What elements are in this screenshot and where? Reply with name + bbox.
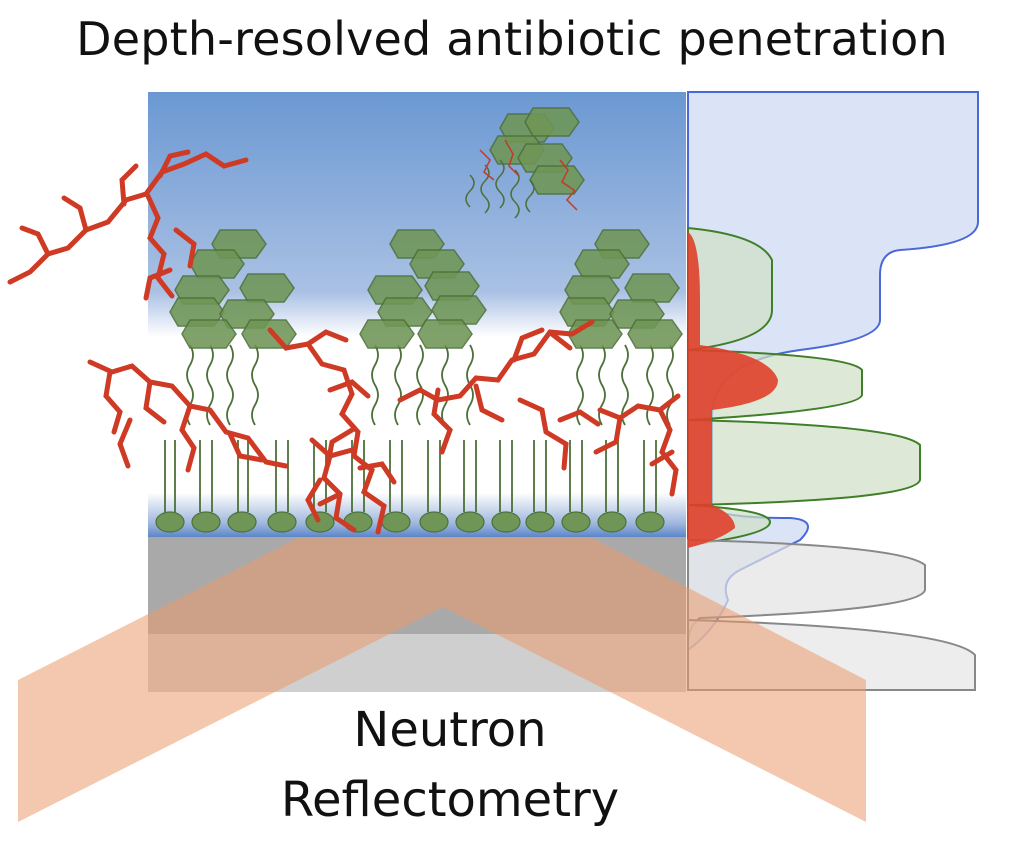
green-sld-curve-1 <box>687 226 773 352</box>
antibiotic-molecule-centerright <box>397 319 601 471</box>
diagram-title: Depth-resolved antibiotic penetration <box>76 12 948 66</box>
antibiotic-molecule-topleft <box>7 149 249 301</box>
free-lps-aggregate <box>465 107 585 219</box>
antibiotic-molecule-center <box>267 327 397 535</box>
inner-leaflet-headgroups <box>155 511 665 533</box>
neutron-beam <box>18 537 866 822</box>
antibiotic-molecule-right <box>593 393 681 497</box>
sld-profile-panel <box>687 91 979 691</box>
antibiotic-molecule-deep <box>309 437 357 533</box>
antibiotic-molecule-midleft <box>87 359 289 473</box>
lipid-tails <box>164 440 657 512</box>
red-sld-curve <box>688 232 778 548</box>
caption-line-1: Neutron <box>353 702 547 758</box>
green-sld-curve-3 <box>687 418 921 507</box>
caption-line-2: Reflectometry <box>280 772 620 828</box>
